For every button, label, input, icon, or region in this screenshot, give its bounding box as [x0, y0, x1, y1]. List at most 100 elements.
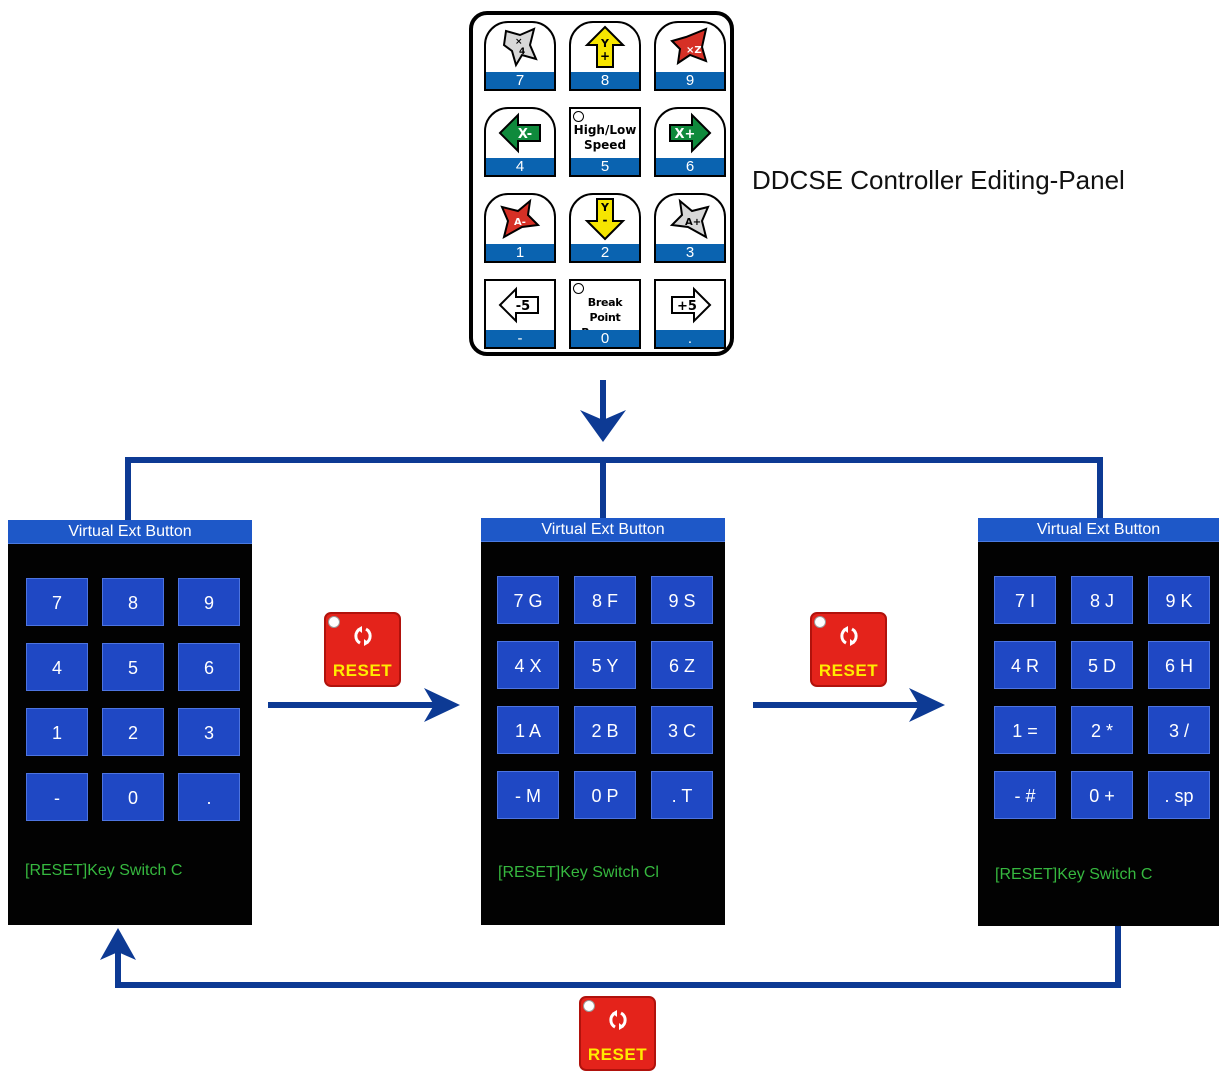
- key-1[interactable]: A- 1: [484, 193, 556, 263]
- virtual-button[interactable]: 9 K: [1148, 576, 1210, 624]
- refresh-icon: [840, 626, 858, 646]
- key-band-label: 1: [486, 244, 554, 261]
- refresh-icon: [354, 626, 372, 646]
- virtual-button[interactable]: 5: [102, 643, 164, 691]
- virtual-ext-screen-2: Virtual Ext Button 7 G 8 F 9 S 4 X 5 Y 6 Z 1 A…: [481, 518, 725, 925]
- y-plus-arrow-icon: Y+: [584, 25, 626, 68]
- key-glyph: +5: [677, 299, 697, 314]
- indicator-led: [583, 1000, 595, 1012]
- status-text: [RESET]Key Switch C: [995, 866, 1153, 883]
- key-band-label: 8: [571, 72, 639, 89]
- virtual-button[interactable]: 9 S: [651, 576, 713, 624]
- svg-text:×: ×: [515, 37, 523, 47]
- virtual-button[interactable]: .: [178, 773, 240, 821]
- key-minus-step[interactable]: -5 -: [484, 279, 556, 349]
- key-band-label: 6: [656, 158, 724, 175]
- key-band-label: 3: [656, 244, 724, 261]
- virtual-button[interactable]: . sp: [1148, 771, 1210, 819]
- key-0-break-point[interactable]: Break PointResume 0: [569, 279, 641, 349]
- a-minus-arrow-icon: A-: [500, 198, 541, 239]
- key-band-label: 7: [486, 72, 554, 89]
- minus5-arrow-icon: -5: [498, 286, 539, 324]
- right-arrowhead-1: [424, 688, 460, 722]
- virtual-button[interactable]: 0 P: [574, 771, 636, 819]
- virtual-button[interactable]: 1 A: [497, 706, 559, 754]
- z-minus-x-minus-arrow-icon: ×4: [502, 27, 538, 68]
- x-minus-arrow-icon: X-: [498, 112, 541, 154]
- svg-text:4: 4: [519, 47, 525, 57]
- virtual-button[interactable]: 0 +: [1071, 771, 1133, 819]
- key-band-label: 2: [571, 244, 639, 261]
- status-text: [RESET]Key Switch C: [25, 862, 183, 879]
- svg-text:×Z: ×Z: [686, 45, 702, 56]
- virtual-button[interactable]: 8 F: [574, 576, 636, 624]
- virtual-button[interactable]: 6: [178, 643, 240, 691]
- screen-title: Virtual Ext Button: [978, 518, 1219, 542]
- key-8-y-plus[interactable]: Y+ 8: [569, 21, 641, 91]
- reset-label: RESET: [332, 661, 393, 680]
- key-6-x-plus[interactable]: X+ 6: [654, 107, 726, 177]
- key-glyph: X-: [518, 127, 532, 142]
- indicator-led: [814, 616, 826, 628]
- refresh-icon: [609, 1010, 627, 1030]
- virtual-button[interactable]: 7 I: [994, 576, 1056, 624]
- plus5-arrow-icon: +5: [671, 286, 712, 324]
- key-sign: -: [603, 213, 608, 227]
- virtual-button[interactable]: 3 /: [1148, 706, 1210, 754]
- virtual-button[interactable]: - M: [497, 771, 559, 819]
- virtual-button[interactable]: 2 B: [574, 706, 636, 754]
- virtual-button[interactable]: 7 G: [497, 576, 559, 624]
- key-glyph: Y: [600, 201, 610, 214]
- reset-key-2[interactable]: RESET: [810, 612, 887, 687]
- virtual-button[interactable]: 8 J: [1071, 576, 1133, 624]
- virtual-button[interactable]: 8: [102, 578, 164, 626]
- virtual-button[interactable]: 4 R: [994, 641, 1056, 689]
- virtual-button[interactable]: . T: [651, 771, 713, 819]
- virtual-button[interactable]: - #: [994, 771, 1056, 819]
- key-9[interactable]: ×Z 9: [654, 21, 726, 91]
- virtual-button[interactable]: 0: [102, 773, 164, 821]
- z-plus-arrow-icon: ×Z: [670, 27, 708, 66]
- virtual-button[interactable]: 4 X: [497, 641, 559, 689]
- virtual-button[interactable]: 9: [178, 578, 240, 626]
- virtual-button[interactable]: 2: [102, 708, 164, 756]
- key-3[interactable]: A+ 3: [654, 193, 726, 263]
- virtual-button[interactable]: 5 D: [1071, 641, 1133, 689]
- virtual-button[interactable]: 1 =: [994, 706, 1056, 754]
- key-sign: +: [600, 49, 610, 63]
- virtual-ext-screen-3: Virtual Ext Button 7 I 8 J 9 K 4 R 5 D 6 H 1 =…: [978, 518, 1219, 926]
- virtual-button[interactable]: -: [26, 773, 88, 821]
- screen-title: Virtual Ext Button: [481, 518, 725, 542]
- key-glyph: X+: [675, 127, 696, 142]
- reset-key-1[interactable]: RESET: [324, 612, 401, 687]
- virtual-button[interactable]: 2 *: [1071, 706, 1133, 754]
- virtual-button[interactable]: 5 Y: [574, 641, 636, 689]
- indicator-led: [573, 283, 584, 294]
- key-dot-step[interactable]: +5 .: [654, 279, 726, 349]
- virtual-button[interactable]: 6 H: [1148, 641, 1210, 689]
- panel-caption: DDCSE Controller Editing-Panel: [752, 165, 1125, 195]
- virtual-button[interactable]: 3 C: [651, 706, 713, 754]
- virtual-button[interactable]: 4: [26, 643, 88, 691]
- right-arrowhead-2: [909, 688, 945, 722]
- virtual-button[interactable]: 3: [178, 708, 240, 756]
- indicator-led: [573, 111, 584, 122]
- virtual-button[interactable]: 6 Z: [651, 641, 713, 689]
- reset-label: RESET: [587, 1045, 648, 1064]
- key-4-x-minus[interactable]: X- 4: [484, 107, 556, 177]
- key-2-y-minus[interactable]: Y- 3 2: [569, 193, 641, 263]
- reset-key-3[interactable]: RESET: [579, 996, 656, 1071]
- key-glyph: Y: [600, 37, 610, 50]
- key-band-label: 0: [571, 330, 639, 347]
- virtual-button[interactable]: 7: [26, 578, 88, 626]
- key-7[interactable]: ×4 7: [484, 21, 556, 91]
- screen-title: Virtual Ext Button: [8, 520, 252, 544]
- key-glyph: -5: [516, 299, 530, 314]
- key-band-label: -: [486, 330, 554, 347]
- key-band-label: 9: [656, 72, 724, 89]
- virtual-button[interactable]: 1: [26, 708, 88, 756]
- indicator-led: [328, 616, 340, 628]
